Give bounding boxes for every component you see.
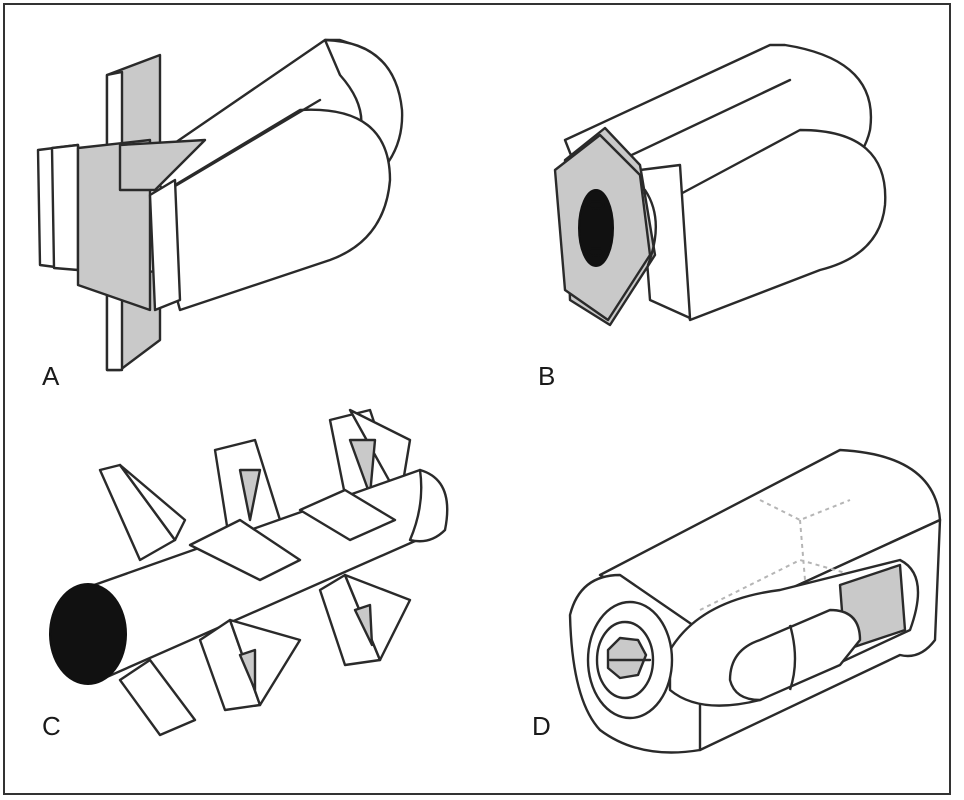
panel-label-b: B bbox=[538, 361, 555, 391]
panel-d-illustration bbox=[568, 448, 942, 754]
panel-c-illustration bbox=[49, 408, 449, 737]
panel-label-d: D bbox=[532, 711, 551, 741]
panel-label-c: C bbox=[42, 711, 61, 741]
panel-b-illustration bbox=[553, 43, 887, 327]
panel-a-illustration bbox=[36, 38, 404, 372]
panel-label-a: A bbox=[42, 361, 60, 391]
